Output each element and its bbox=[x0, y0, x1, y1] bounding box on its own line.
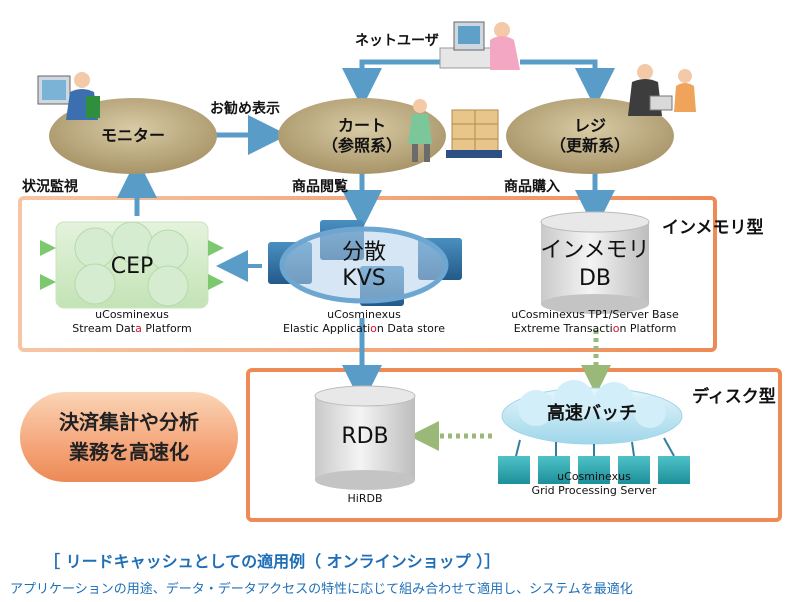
rdb-cylinder bbox=[314, 385, 416, 490]
batch-name: 高速バッチ bbox=[547, 403, 637, 424]
batch-graphic bbox=[498, 380, 690, 484]
recommend-label: お勧め表示 bbox=[210, 101, 280, 117]
net-user-illustration bbox=[439, 21, 520, 70]
caption-subtitle: アプリケーションの用途、データ・データアクセスの特性に応じて組み合わせて適用し、… bbox=[10, 582, 633, 597]
imdb-name-line1: インメモリ bbox=[540, 238, 650, 263]
status-watch-label: 状況監視 bbox=[22, 179, 78, 195]
in-memory-zone-label: インメモリ型 bbox=[662, 218, 764, 238]
settlement-pill bbox=[20, 392, 238, 482]
register-oval bbox=[506, 98, 674, 174]
settlement-line1: 決済集計や分析 bbox=[59, 410, 199, 434]
cart-oval bbox=[278, 98, 446, 174]
kvs-name-line2: KVS bbox=[342, 266, 386, 291]
cep-graphic bbox=[40, 221, 224, 309]
disk-zone-label: ディスク型 bbox=[692, 387, 776, 407]
register-illustration bbox=[628, 64, 696, 116]
cart-worker-illustration bbox=[408, 99, 502, 162]
net-user-label: ネットユーザ bbox=[355, 33, 439, 49]
batch-product-line2: Grid Processing Server bbox=[531, 484, 657, 497]
browse-label: 商品閲覧 bbox=[292, 179, 348, 195]
imdb-name-line2: DB bbox=[578, 266, 612, 291]
kvs-product-line2: Elastic Application Data store bbox=[283, 322, 445, 335]
kvs-graphic bbox=[268, 220, 462, 306]
cart-label-line1: カート bbox=[337, 116, 386, 135]
caption-title: ［ リードキャッシュとしての適用例（ オンラインショップ ）］ bbox=[44, 552, 501, 571]
cep-name: CEP bbox=[110, 254, 154, 279]
imdb-cylinder bbox=[540, 211, 650, 314]
purchase-label: 商品購入 bbox=[504, 179, 560, 195]
net-user-right-connector bbox=[520, 59, 615, 108]
batch-product-line1: uCosminexus bbox=[557, 470, 631, 483]
rdb-product: HiRDB bbox=[347, 492, 383, 505]
disk-zone bbox=[246, 368, 782, 522]
net-user-left-connector bbox=[342, 59, 442, 108]
cart-label-line2: （参照系） bbox=[321, 136, 402, 155]
register-label-line2: （更新系） bbox=[549, 136, 630, 155]
monitor-operator-illustration bbox=[37, 72, 100, 120]
imdb-product-line2: Extreme Transaction Platform bbox=[513, 322, 677, 335]
register-label-line1: レジ bbox=[573, 116, 606, 135]
cep-product-line2: Stream Data Platform bbox=[72, 322, 192, 335]
monitor-label: モニター bbox=[100, 126, 165, 145]
cep-product-line1: uCosminexus bbox=[95, 308, 169, 321]
imdb-product-line1: uCosminexus TP1/Server Base bbox=[511, 308, 679, 321]
kvs-name-line1: 分散 bbox=[341, 240, 386, 265]
kvs-product-line1: uCosminexus bbox=[327, 308, 401, 321]
rdb-name: RDB bbox=[341, 424, 389, 449]
settlement-line2: 業務を高速化 bbox=[69, 440, 189, 464]
